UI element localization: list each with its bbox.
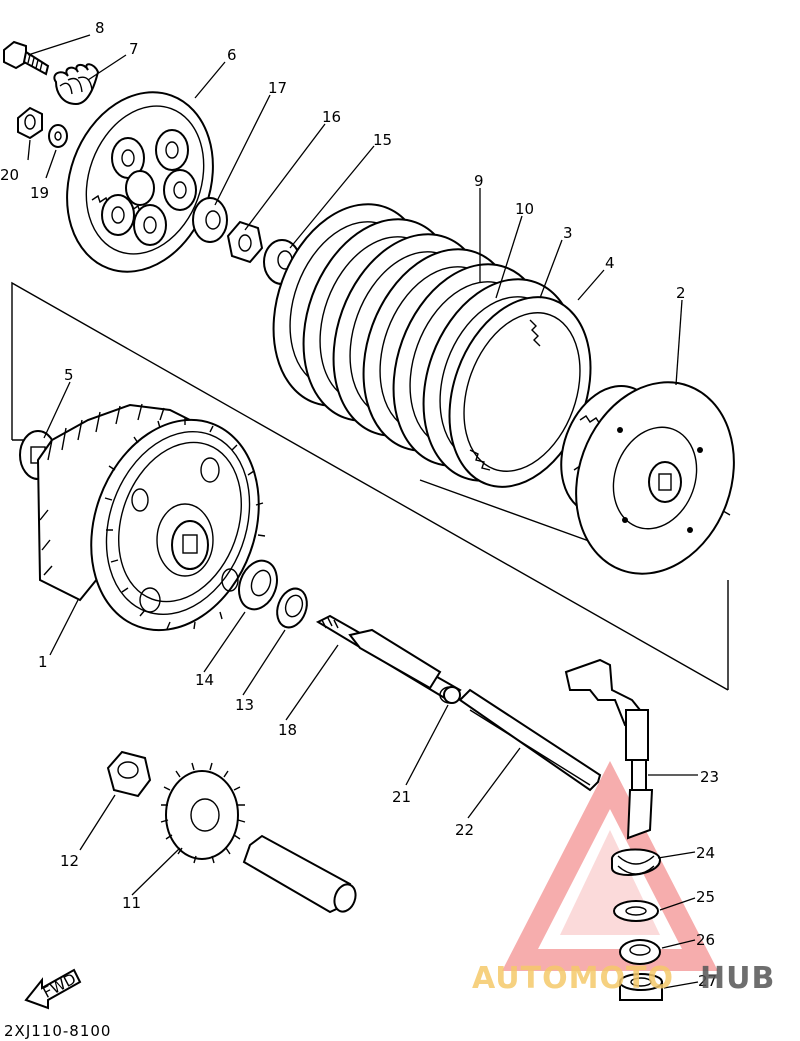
part-12-nut — [106, 750, 152, 798]
watermark-text-hub: HUB — [700, 961, 775, 996]
part-13-washer — [276, 587, 308, 629]
part-label: 6 — [227, 46, 237, 64]
part-label: 1 — [38, 653, 48, 671]
part-8-bolt — [3, 40, 50, 76]
part-label: 7 — [129, 40, 139, 58]
part-24-spring — [611, 848, 662, 876]
watermark-text-automoto: AUTOMOTO — [472, 961, 674, 996]
watermark-logo — [501, 760, 719, 971]
part-label: 13 — [235, 696, 254, 714]
part-label: 21 — [392, 788, 411, 806]
part-25-washer — [613, 900, 659, 922]
part-label: 9 — [474, 172, 484, 190]
part-6-pressure-plate — [66, 91, 214, 273]
part-17-lock-washer — [192, 197, 228, 243]
part-2-clutch-boss — [560, 381, 735, 575]
part-label: 18 — [278, 721, 297, 739]
part-21-ball — [443, 686, 461, 704]
part-label: 25 — [696, 888, 715, 906]
watermark-triangle-icon — [501, 760, 719, 971]
part-label: 10 — [515, 200, 534, 218]
part-label: 20 — [0, 166, 19, 184]
leader-lines — [27, 34, 699, 989]
part-label: 11 — [122, 894, 141, 912]
part-27-bearing — [619, 973, 663, 1001]
part-label: 14 — [195, 671, 214, 689]
diagram-code: 2XJ110-8100 — [4, 1022, 111, 1040]
part-18-push-rod — [315, 614, 462, 704]
part-23-push-lever — [564, 658, 654, 840]
crankshaft-end — [242, 834, 357, 914]
part-label: 24 — [696, 844, 715, 862]
part-label: 12 — [60, 852, 79, 870]
part-label: 26 — [696, 931, 715, 949]
part-26-oil-seal — [619, 939, 661, 965]
part-11-primary-drive-gear — [160, 762, 246, 864]
part-label: 27 — [698, 972, 717, 990]
part-label: 17 — [268, 79, 287, 97]
fwd-arrow-icon: FWD — [24, 968, 82, 1010]
part-7-spring — [53, 63, 100, 106]
part-label: 4 — [605, 254, 615, 272]
part-label: 5 — [64, 366, 74, 384]
part-20-nut — [17, 106, 43, 140]
part-label: 2 — [676, 284, 686, 302]
part-label: 23 — [700, 768, 719, 786]
fwd-label: FWD — [40, 970, 79, 1002]
part-label: 15 — [373, 131, 392, 149]
part-label: 16 — [322, 108, 341, 126]
part-1-clutch-housing — [36, 403, 266, 632]
part-22-push-rod — [458, 688, 602, 792]
part-16-nut — [226, 220, 264, 264]
part-label: 8 — [95, 19, 105, 37]
part-number-labels: 8 7 6 17 16 15 9 10 3 4 2 5 1 14 13 18 2… — [0, 19, 719, 990]
part-19-washer — [48, 124, 68, 148]
clutch-plate-stack — [272, 203, 592, 488]
part-14-thrust-washer — [238, 559, 278, 611]
part-label: 19 — [30, 184, 49, 202]
part-label: 3 — [563, 224, 573, 242]
part-label: 22 — [455, 821, 474, 839]
